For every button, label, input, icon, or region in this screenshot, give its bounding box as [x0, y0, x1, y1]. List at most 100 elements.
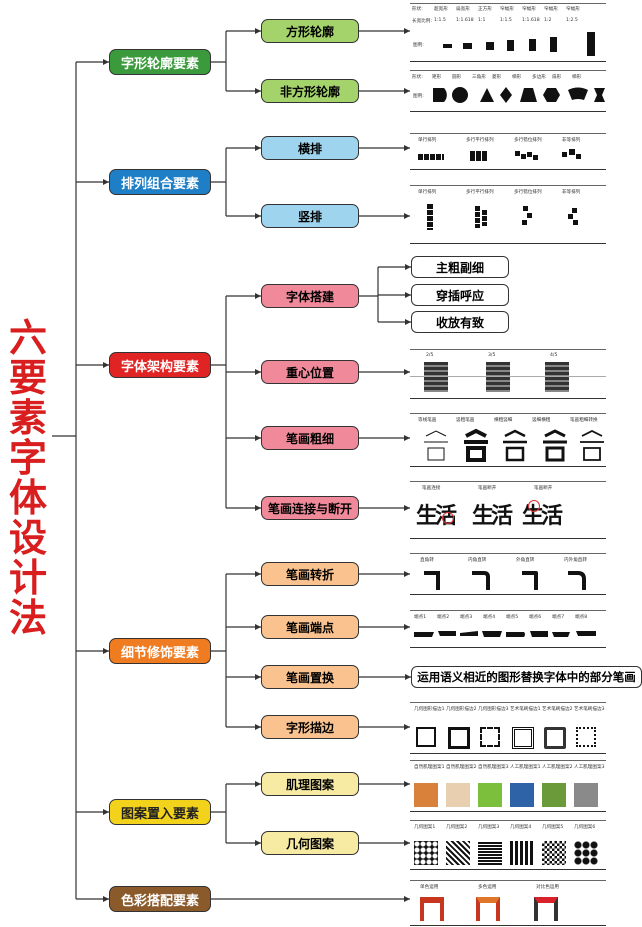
panel-label: 几何图案1: [414, 825, 436, 830]
panel-label: 扁宽形: [456, 7, 470, 12]
panel-label: 2/5: [426, 353, 434, 358]
panel-label: 几何图案5: [542, 825, 564, 830]
node-gravity: 重心位置: [261, 360, 359, 384]
panel-label: 直角转: [420, 558, 434, 563]
panel-label: 端点6: [529, 615, 542, 620]
panel-label: 几何图案4: [510, 825, 532, 830]
panel-label: 1:1.5: [434, 18, 446, 23]
endpoint-glyphs: [414, 631, 596, 637]
panel-label: 端点2: [437, 615, 450, 620]
panel-label: 横粗竖细: [494, 418, 513, 423]
panel-label: 3/5: [488, 353, 496, 358]
panel-horizontal: 单行排列多行平行排列多行错位排列非等排列: [410, 133, 606, 170]
category-pattern: 图案置入要素: [109, 799, 211, 825]
node-thickness: 笔画粗细: [261, 426, 359, 450]
panel-label: 梯形: [512, 75, 522, 80]
panel-label: 窄幅形: [566, 7, 580, 12]
panel-label: 长宽比例:: [412, 19, 432, 24]
panel-label: 多行平行排列: [466, 190, 494, 195]
panel-label: 1:1: [478, 18, 486, 23]
panel-label: 端点3: [460, 615, 473, 620]
panel-label: 艺术笔刷描边2: [542, 707, 573, 712]
panel-label: 菱形: [492, 75, 502, 80]
panel-label: 几何图案2: [446, 825, 468, 830]
panel-label: 窄幅形: [500, 7, 514, 12]
panel-label: 外角直转: [516, 558, 535, 563]
legend-label: 图例:: [413, 43, 424, 48]
panel-label: 1:2.5: [566, 18, 578, 23]
panel-label: 竖细横粗: [532, 418, 551, 423]
panel-label: 自然肌理图案3: [478, 765, 509, 770]
panel-label: 窄幅形: [522, 7, 536, 12]
category-glyph-outline: 字形轮廓要素: [109, 49, 211, 75]
node-font-building: 字体搭建: [261, 284, 359, 308]
panel-label: 非等排列: [562, 190, 581, 195]
node-outline-stroke: 字形描边: [261, 715, 359, 739]
panel-label: 多行平行排列: [466, 138, 494, 143]
node-square-outline: 方形轮廓: [261, 19, 359, 43]
panel-label: 内角直转: [468, 558, 487, 563]
panel-label: 形状:: [412, 75, 423, 80]
panel-turn: 直角转内角直转外角直转内外角直转: [410, 553, 606, 595]
node-turn: 笔画转折: [261, 562, 359, 586]
panel-label: 几何图案6: [574, 825, 596, 830]
panel-label: 多色运用: [478, 885, 497, 890]
panel-vertical: 单行排列多行平行排列多行错位排列非等排列: [410, 185, 606, 244]
panel-label: 扇形: [552, 75, 562, 80]
panel-label: 人工肌理图案3: [574, 765, 605, 770]
panel-label: 几何图案3: [478, 825, 500, 830]
panel-label: 1:2: [544, 18, 552, 23]
panel-label: 1:1.5: [500, 18, 512, 23]
panel-label: 笔画断开: [478, 486, 497, 491]
category-structure: 字体架构要素: [109, 352, 211, 378]
panel-label: 自然肌理图案2: [446, 765, 477, 770]
node-vertical: 竖排: [261, 204, 359, 228]
panel-label: 窄幅形: [544, 7, 558, 12]
panel-label: 等线笔画: [418, 418, 437, 423]
nonsquare-shapes: [433, 87, 605, 103]
panel-connect: 笔画连接笔画断开笔画断开 生活 生活 生活: [410, 481, 606, 539]
panel-color: 单色运用 多色运用 对比色运用: [410, 880, 606, 926]
panel-label: 正方形: [478, 7, 492, 12]
node-replace: 笔画置换: [261, 665, 359, 689]
panel-label: 端点7: [552, 615, 565, 620]
thickness-glyphs: [424, 428, 604, 462]
node-replace-note: 运用语义相近的图形替换字体中的部分笔画: [411, 666, 642, 688]
turn-glyphs: [424, 571, 586, 590]
panel-label: 端点8: [575, 615, 588, 620]
node-endpoint: 笔画端点: [261, 615, 359, 639]
panel-label: 矩形: [432, 75, 442, 80]
panel-nonsquare-outline: 形状:矩形圆形三角形菱形梯形多边形扇形梯形 图例:: [410, 70, 606, 112]
node-nonsquare-outline: 非方形轮廓: [261, 79, 359, 103]
panel-label: 人工肌理图案2: [542, 765, 573, 770]
panel-label: 1:1.618: [456, 18, 474, 23]
panel-label: 非等排列: [562, 138, 581, 143]
panel-label: 几何图形描边2: [446, 707, 477, 712]
panel-label: 笔画连接: [422, 486, 441, 491]
category-arrangement: 排列组合要素: [109, 169, 211, 195]
panel-label: 艺术笔刷描边1: [510, 707, 541, 712]
panel-label: 单色运用: [420, 885, 439, 890]
panel-label: 竖粗笔画: [456, 418, 475, 423]
panel-label: 对比色运用: [536, 885, 559, 890]
panel-label: 三角形: [472, 75, 486, 80]
panel-label: 圆形: [452, 75, 462, 80]
panel-label: 多行错位排列: [514, 190, 542, 195]
main-title: 六要素字体设计法: [8, 315, 47, 640]
panel-label: 端点4: [483, 615, 496, 620]
panel-label: 单行排列: [418, 138, 437, 143]
node-interlace: 穿插呼应: [411, 284, 509, 306]
panel-label: 多边形: [532, 75, 546, 80]
panel-thickness: 等线笔画竖粗笔画横粗竖细竖细横粗笔画粗细转换: [410, 413, 606, 467]
node-connect: 笔画连接与断开: [261, 496, 359, 520]
panel-label: 形状:: [412, 7, 423, 12]
node-geometry: 几何图案: [261, 831, 359, 855]
node-texture: 肌理图案: [261, 772, 359, 796]
panel-geometry: 几何图案1 几何图案2 几何图案3 几何图案4 几何图案5 几何图案6: [410, 820, 606, 870]
node-horizontal: 横排: [261, 136, 359, 160]
panel-label: 梯形: [572, 75, 582, 80]
